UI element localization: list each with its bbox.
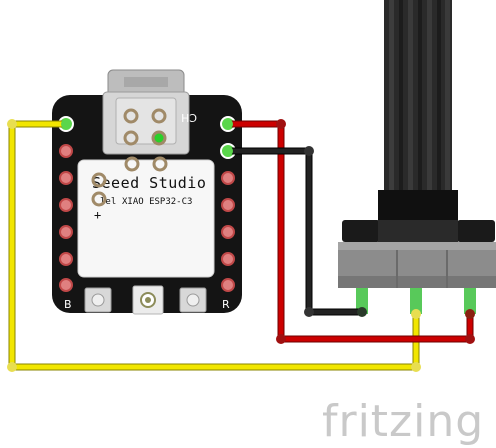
black-ground-wire[interactable] bbox=[228, 146, 367, 317]
model-label: XIAO ESP32-C3 bbox=[122, 197, 192, 207]
potentiometer-mount-left bbox=[342, 220, 380, 242]
boot-button[interactable] bbox=[84, 287, 112, 313]
module-pads bbox=[91, 108, 168, 207]
antenna-connector bbox=[132, 285, 164, 315]
boot-button-label: B bbox=[64, 298, 72, 311]
red-power-wire[interactable] bbox=[228, 119, 475, 344]
pin-left-7[interactable] bbox=[59, 278, 73, 292]
potentiometer-collar bbox=[378, 190, 458, 220]
esp32c3-module-shield bbox=[77, 159, 215, 278]
brand-label: Seeed Studio bbox=[92, 174, 206, 192]
reset-button[interactable] bbox=[179, 287, 207, 313]
fritzing-watermark: fritzing bbox=[322, 396, 484, 447]
reset-button-label: R bbox=[222, 298, 230, 311]
usb-c-connector bbox=[102, 69, 190, 155]
rotary-potentiometer[interactable] bbox=[338, 0, 496, 314]
pin-right-7[interactable] bbox=[221, 278, 235, 292]
pin-right-3[interactable] bbox=[221, 171, 235, 185]
chip-label: CH bbox=[181, 111, 197, 124]
pin-left-6[interactable] bbox=[59, 252, 73, 266]
potentiometer-leg-2[interactable] bbox=[410, 288, 422, 314]
pin-right-6[interactable] bbox=[221, 252, 235, 266]
pin-left-4[interactable] bbox=[59, 198, 73, 212]
connection-point-right-pin-1 bbox=[223, 119, 233, 129]
pin-left-3[interactable] bbox=[59, 171, 73, 185]
pin-left-2[interactable] bbox=[59, 144, 73, 158]
plus-marker: + bbox=[94, 208, 101, 222]
yellow-signal-wire[interactable] bbox=[7, 119, 421, 372]
potentiometer-shaft bbox=[384, 0, 452, 196]
connection-point-right-pin-2 bbox=[223, 146, 233, 156]
model-prefix-label: lel bbox=[100, 197, 116, 207]
connection-point-left-pin bbox=[61, 119, 71, 129]
potentiometer-mount-right bbox=[457, 220, 495, 242]
pin-left-5[interactable] bbox=[59, 225, 73, 239]
potentiometer-leg-3[interactable] bbox=[464, 288, 476, 314]
pin-right-4[interactable] bbox=[221, 198, 235, 212]
xiao-esp32c3-board[interactable]: Seeed Studio lel XIAO ESP32-C3 + CH bbox=[52, 69, 242, 315]
potentiometer-leg-1[interactable] bbox=[356, 288, 368, 314]
pin-right-5[interactable] bbox=[221, 225, 235, 239]
module-pad-active bbox=[151, 130, 167, 146]
